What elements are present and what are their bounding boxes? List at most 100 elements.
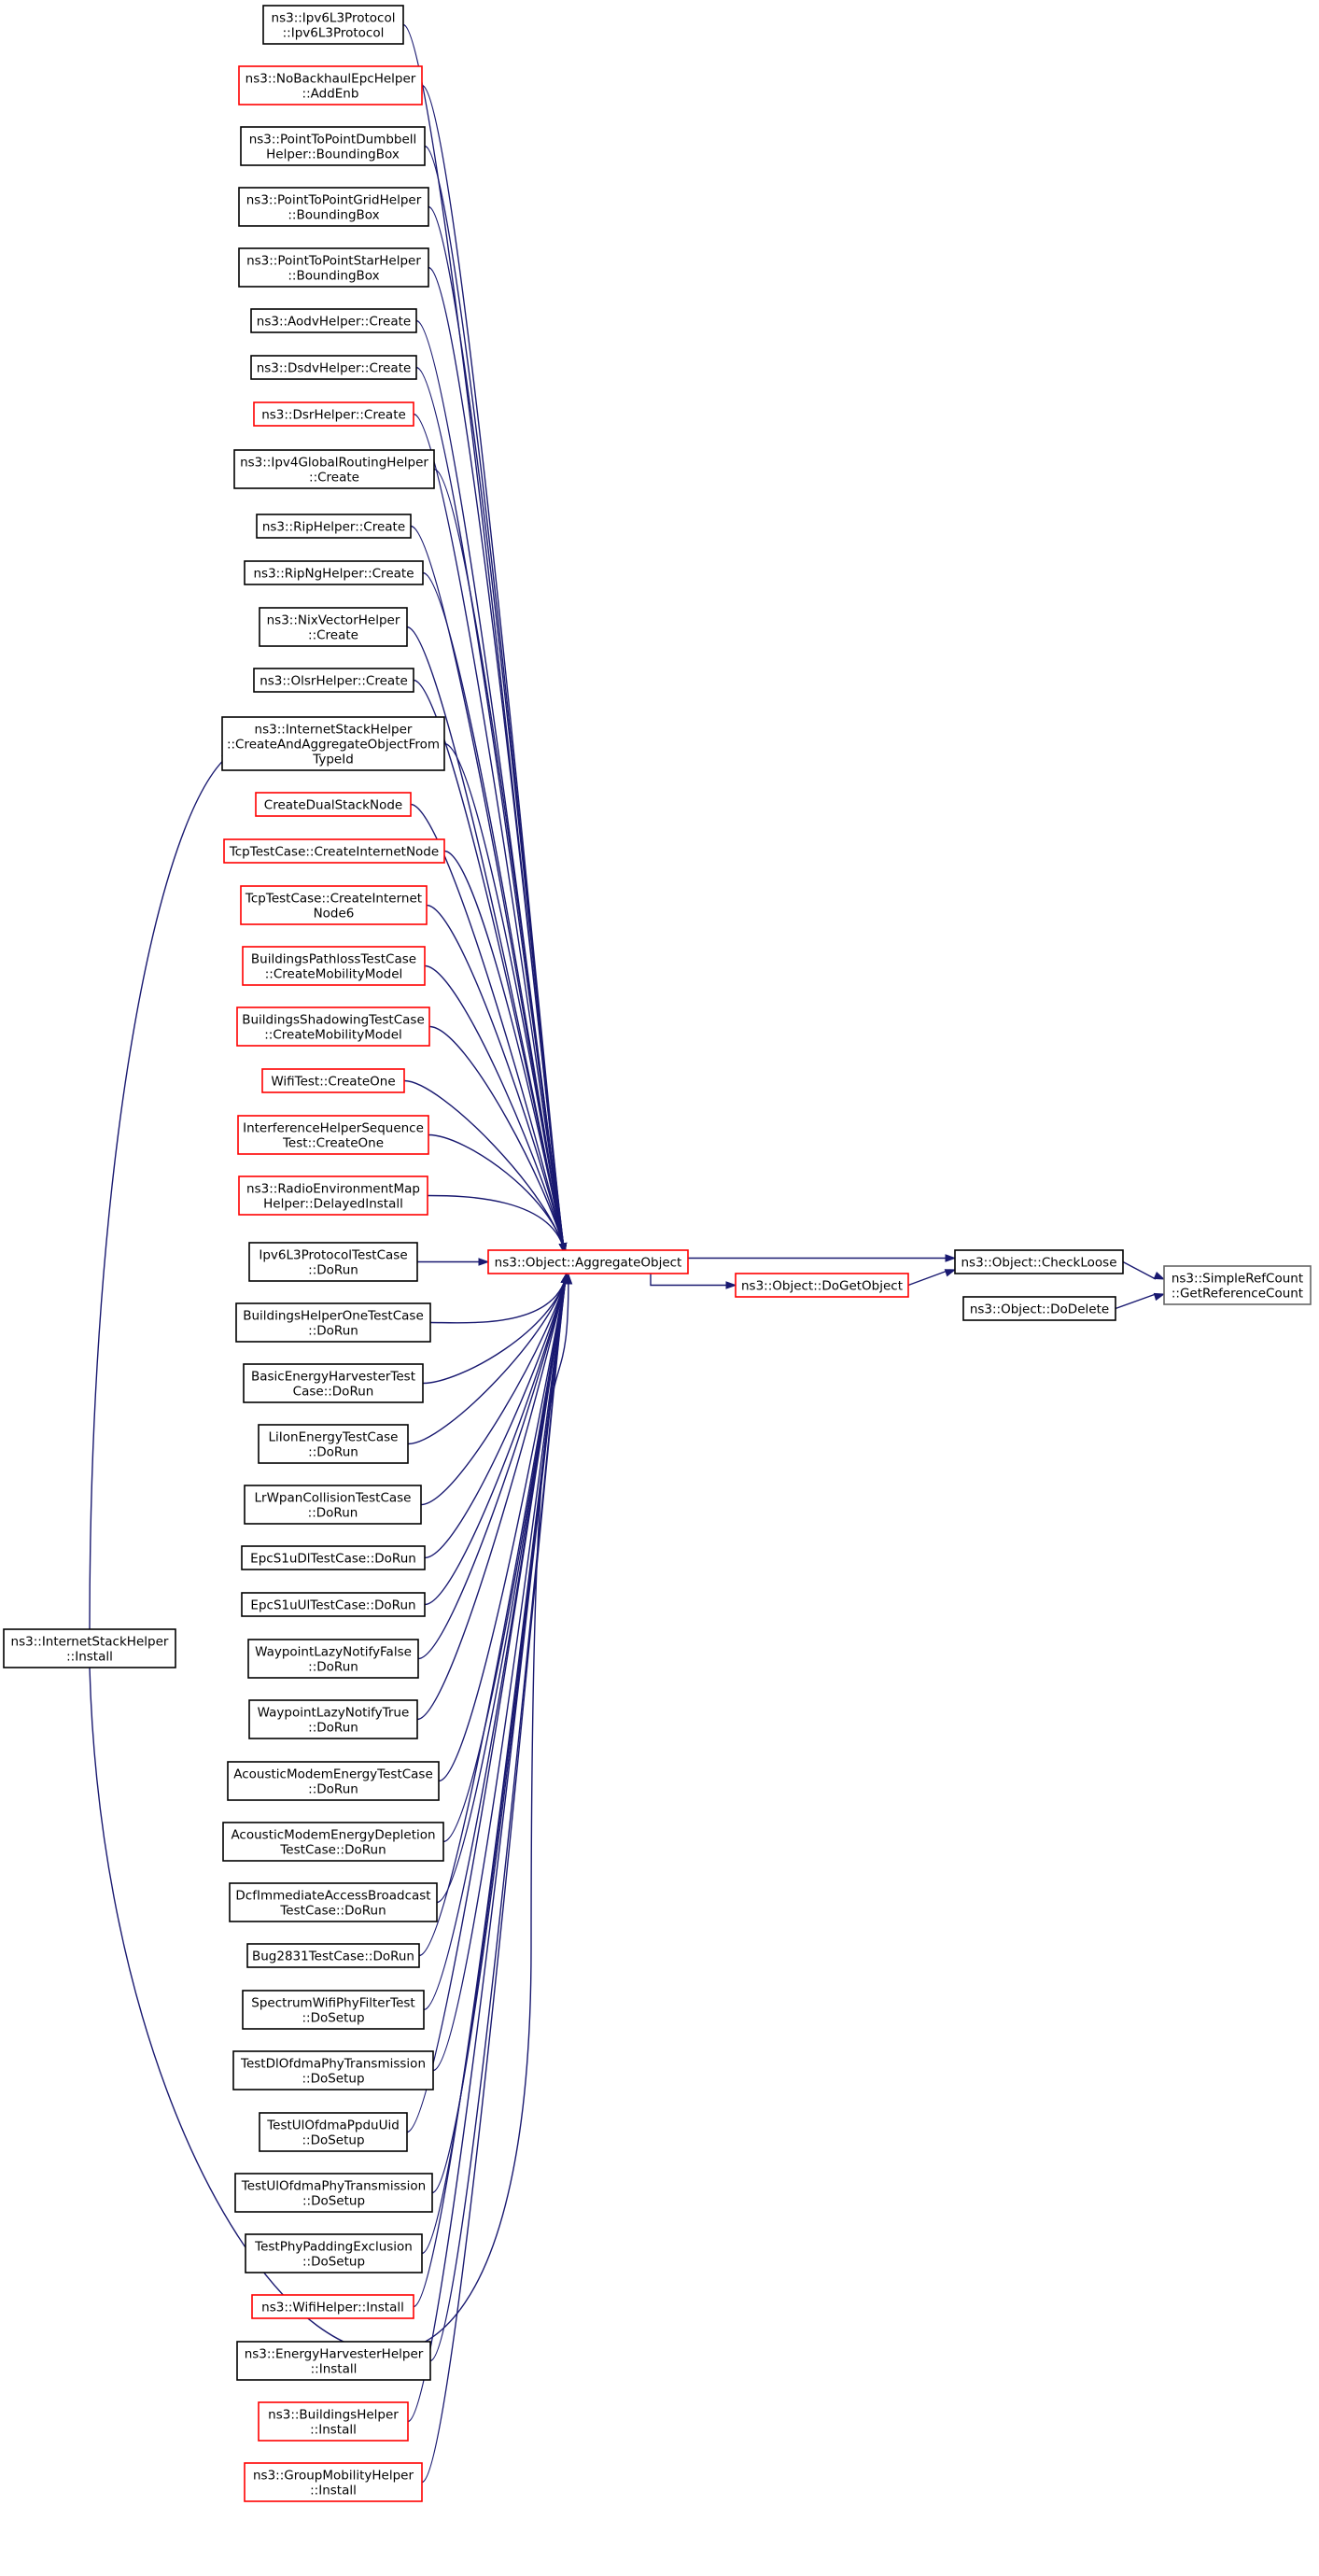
node-label: Node6: [314, 907, 355, 922]
node-label: BasicEnergyHarvesterTest: [251, 1370, 415, 1385]
node-label: CreateDualStackNode: [264, 798, 402, 813]
node-n14[interactable]: CreateDualStackNode: [255, 792, 412, 817]
node-target[interactable]: ns3::SimpleRefCount::GetReferenceCount: [1163, 1265, 1312, 1305]
node-label: LrWpanCollisionTestCase: [255, 1491, 412, 1506]
node-label: ns3::Object::DoGetObject: [741, 1279, 903, 1294]
edge-line: [431, 1273, 568, 2194]
node-label: ::DoSetup: [302, 2255, 365, 2270]
node-n15[interactable]: TcpTestCase::CreateInternetNode: [223, 838, 445, 864]
edge-line: [428, 266, 566, 1254]
node-label: ::Create: [308, 628, 358, 643]
node-label: BuildingsShadowingTestCase: [242, 1013, 425, 1028]
edge-line: [442, 1273, 568, 1843]
node-aggregate[interactable]: ns3::Object::AggregateObject: [487, 1249, 689, 1274]
node-label: ns3::PointToPointGridHelper: [246, 193, 422, 208]
node-box: [261, 1068, 405, 1093]
node-n2[interactable]: ns3::PointToPointDumbbellHelper::Boundin…: [240, 126, 426, 166]
node-n3[interactable]: ns3::PointToPointGridHelper::BoundingBox: [238, 187, 429, 227]
node-label: WifiTest::CreateOne: [271, 1075, 395, 1090]
node-n35[interactable]: SpectrumWifiPhyFilterTest::DoSetup: [242, 1990, 425, 2030]
node-n40[interactable]: ns3::WifiHelper::Install: [251, 2294, 414, 2319]
node-n22[interactable]: Ipv6L3ProtocolTestCase::DoRun: [248, 1242, 418, 1282]
edge-line: [424, 964, 566, 1254]
edge-dodelete-to-target: [1115, 1292, 1166, 1310]
edge-inst_install-to-n13: [89, 752, 233, 1630]
edge-arrowhead: [478, 1258, 490, 1266]
node-label: InterferenceHelperSequence: [243, 1121, 424, 1136]
node-box: [487, 1249, 689, 1274]
node-n17[interactable]: BuildingsPathlossTestCase::CreateMobilit…: [242, 946, 426, 986]
node-n4[interactable]: ns3::PointToPointStarHelper::BoundingBox: [238, 247, 429, 288]
edge-aggregate-to-dogetobject: [650, 1274, 737, 1289]
node-label: ::DoSetup: [302, 2194, 365, 2209]
node-n18[interactable]: BuildingsShadowingTestCase::CreateMobili…: [236, 1006, 430, 1047]
edge-line: [89, 752, 232, 1630]
edge-line: [422, 1273, 568, 1385]
node-box: [247, 1639, 419, 1679]
node-n19[interactable]: WifiTest::CreateOne: [261, 1068, 405, 1093]
node-n41[interactable]: ns3::EnergyHarvesterHelper::Install: [236, 2341, 431, 2381]
node-n11[interactable]: ns3::NixVectorHelper::Create: [259, 607, 408, 647]
edge-checkloose-to-target: [1122, 1260, 1166, 1280]
edge-line: [650, 1274, 727, 1287]
node-box: [229, 1882, 438, 1922]
node-n31[interactable]: AcousticModemEnergyTestCase::DoRun: [227, 1761, 440, 1801]
node-n10[interactable]: ns3::RipNgHelper::Create: [244, 560, 424, 585]
edge-line: [420, 1273, 568, 1506]
node-n8[interactable]: ns3::Ipv4GlobalRoutingHelper::Create: [233, 449, 435, 489]
node-n37[interactable]: TestUlOfdmaPpduUid::DoSetup: [259, 2112, 408, 2152]
node-label: EpcS1uUlTestCase::DoRun: [250, 1598, 415, 1613]
node-label: ns3::NixVectorHelper: [267, 613, 400, 628]
node-n9[interactable]: ns3::RipHelper::Create: [256, 514, 412, 539]
node-label: TestCase::DoRun: [279, 1843, 386, 1858]
node-box: [236, 1006, 430, 1047]
node-n21[interactable]: ns3::RadioEnvironmentMapHelper::DelayedI…: [238, 1175, 428, 1216]
node-label: Bug2831TestCase::DoRun: [252, 1950, 414, 1964]
node-label: ns3::PointToPointDumbbell: [249, 133, 417, 148]
edge-line: [1115, 1293, 1157, 1310]
node-box: [253, 401, 414, 427]
node-n1[interactable]: ns3::NoBackhaulEpcHelper::AddEnb: [238, 65, 423, 106]
node-n25[interactable]: LiIonEnergyTestCase::DoRun: [258, 1424, 409, 1464]
node-label: ::BoundingBox: [288, 208, 379, 223]
node-n39[interactable]: TestPhyPaddingExclusion::DoSetup: [245, 2233, 423, 2273]
node-n36[interactable]: TestDlOfdmaPhyTransmission::DoSetup: [232, 2050, 434, 2090]
node-n5[interactable]: ns3::AodvHelper::Create: [250, 308, 417, 333]
node-n28[interactable]: EpcS1uUlTestCase::DoRun: [241, 1592, 426, 1617]
node-n33[interactable]: DcfImmediateAccessBroadcastTestCase::DoR…: [229, 1882, 438, 1922]
node-n20[interactable]: InterferenceHelperSequenceTest::CreateOn…: [237, 1115, 429, 1155]
node-n34[interactable]: Bug2831TestCase::DoRun: [246, 1943, 420, 1968]
node-label: ::CreateAndAggregateObjectFrom: [227, 738, 440, 753]
node-box: [246, 1943, 420, 1968]
node-n42[interactable]: ns3::BuildingsHelper::Install: [258, 2401, 409, 2442]
node-dodelete[interactable]: ns3::Object::DoDelete: [962, 1296, 1116, 1321]
node-label: BuildingsHelperOneTestCase: [243, 1309, 424, 1324]
node-checkloose[interactable]: ns3::Object::CheckLoose: [954, 1249, 1124, 1274]
node-inst_install[interactable]: ns3::InternetStackHelper::Install: [3, 1628, 176, 1668]
node-dogetobject[interactable]: ns3::Object::DoGetObject: [735, 1273, 909, 1298]
node-n43[interactable]: ns3::GroupMobilityHelper::Install: [244, 2462, 423, 2502]
edge-line: [1122, 1260, 1157, 1280]
node-n27[interactable]: EpcS1uDlTestCase::DoRun: [241, 1545, 426, 1570]
node-n26[interactable]: LrWpanCollisionTestCase::DoRun: [244, 1485, 422, 1525]
node-box: [238, 65, 423, 106]
node-n30[interactable]: WaypointLazyNotifyTrue::DoRun: [248, 1699, 418, 1739]
node-label: ns3::DsdvHelper::Create: [257, 361, 412, 376]
edge-line: [443, 850, 566, 1254]
node-n7[interactable]: ns3::DsrHelper::Create: [253, 401, 414, 427]
node-label: ns3::SimpleRefCount: [1172, 1272, 1303, 1287]
node-n0[interactable]: ns3::Ipv6L3Protocol::Ipv6L3Protocol: [262, 5, 404, 45]
node-n32[interactable]: AcousticModemEnergyDepletionTestCase::Do…: [222, 1822, 444, 1862]
node-n23[interactable]: BuildingsHelperOneTestCase::DoRun: [235, 1302, 431, 1343]
node-n6[interactable]: ns3::DsdvHelper::Create: [250, 355, 417, 380]
node-n29[interactable]: WaypointLazyNotifyFalse::DoRun: [247, 1639, 419, 1679]
node-n12[interactable]: ns3::OlsrHelper::Create: [253, 668, 414, 693]
node-n13[interactable]: ns3::InternetStackHelper::CreateAndAggre…: [221, 716, 445, 771]
node-box: [238, 1175, 428, 1216]
node-n38[interactable]: TestUlOfdmaPhyTransmission::DoSetup: [234, 2173, 433, 2213]
node-box: [262, 5, 404, 45]
node-box: [258, 2401, 409, 2442]
edge-line: [426, 904, 566, 1254]
